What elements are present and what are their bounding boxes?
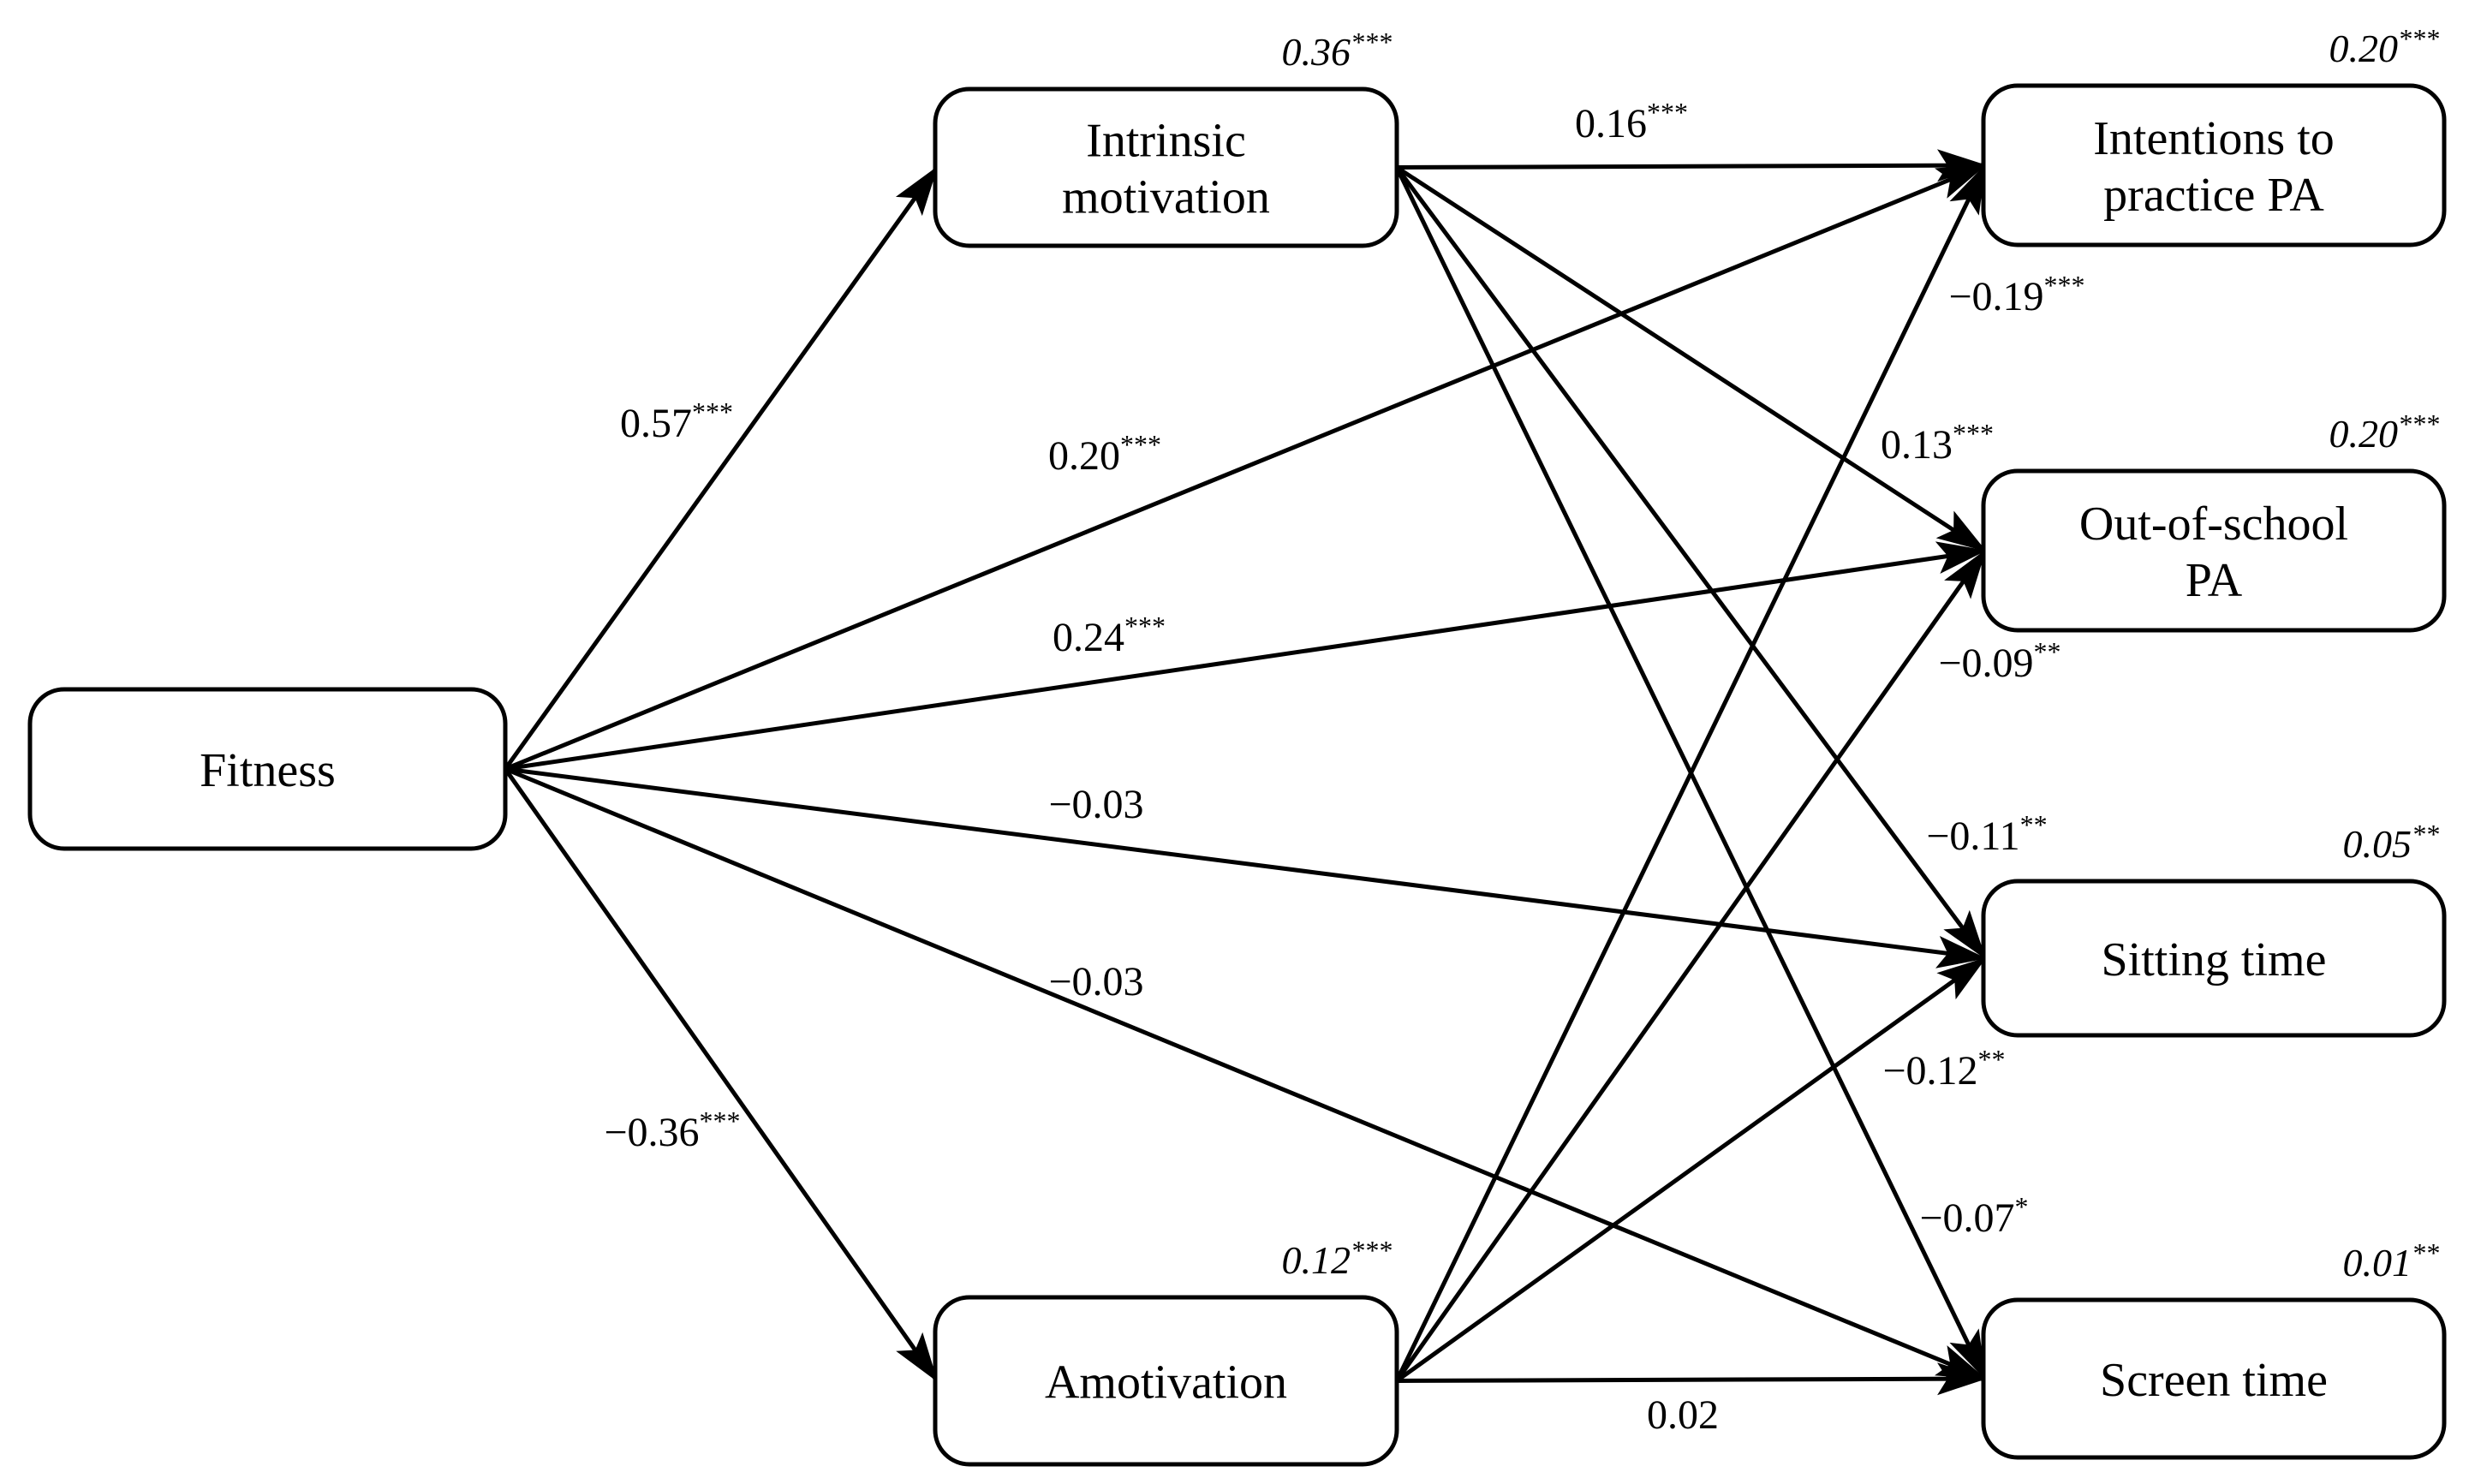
node-box-fitness [27, 687, 508, 851]
edge-label-intrinsic-sitting: −0.11** [1926, 809, 2047, 859]
node-box-amotivation [933, 1295, 1399, 1467]
r2-label-intrinsic: 0.36*** [1282, 27, 1393, 74]
edge-label-amotivation-intentions: −0.19*** [1948, 270, 2084, 319]
node-label-amotivation: Amotivation [1045, 1356, 1287, 1410]
edge-intrinsic-outofschool [1395, 165, 1987, 553]
edge-label-intrinsic-outofschool: 0.13*** [1881, 418, 1994, 468]
edge-fitness-amotivation [503, 767, 939, 1383]
node-sitting: Sitting time 0.05** [1981, 819, 2447, 1038]
edges-layer [503, 149, 1988, 1396]
edge-label-fitness-intrinsic: 0.57*** [620, 396, 733, 446]
edge-intrinsic-intentions [1396, 149, 1987, 182]
node-box-intrinsic [933, 86, 1399, 248]
r2-label-screen: 0.01** [2343, 1237, 2440, 1284]
r2-label-sitting: 0.05** [2343, 819, 2440, 866]
edge-amotivation-sitting [1395, 956, 1987, 1383]
node-label-sitting: Sitting time [2102, 933, 2327, 986]
labels-layer: 0.57*** −0.36*** 0.20*** 0.24*** −0.03 −0.03 0… [604, 97, 2084, 1438]
edge-label-amotivation-screen: 0.02 [1647, 1392, 1719, 1438]
edge-amotivation-outofschool [1394, 549, 1988, 1382]
edge-label-intrinsic-screen: −0.07* [1919, 1191, 2028, 1241]
edge-label-fitness-amotivation: −0.36*** [604, 1106, 740, 1155]
node-fitness: Fitness [27, 687, 508, 851]
node-box-intentions [1981, 83, 2447, 247]
edge-intrinsic-sitting [1394, 166, 1988, 960]
node-box-outofschool [1981, 468, 2447, 633]
edge-fitness-sitting [504, 766, 1987, 968]
node-box-screen [1981, 1297, 2447, 1460]
edge-fitness-intentions [504, 163, 1987, 772]
edge-label-fitness-intentions: 0.20*** [1048, 429, 1161, 479]
r2-label-amotivation: 0.12*** [1282, 1235, 1393, 1282]
edge-amotivation-screen [1396, 1362, 1987, 1396]
node-box-sitting [1981, 879, 2447, 1038]
edge-label-fitness-outofschool: 0.24*** [1053, 611, 1166, 660]
node-label-screen: Screen time [2100, 1354, 2328, 1407]
edge-label-fitness-sitting: −0.03 [1048, 782, 1143, 827]
r2-label-outofschool: 0.20*** [2329, 408, 2440, 456]
edge-label-fitness-screen: −0.03 [1048, 959, 1143, 1004]
r2-label-intentions: 0.20*** [2329, 23, 2440, 70]
node-screen: Screen time 0.01** [1981, 1237, 2447, 1460]
edge-label-amotivation-outofschool: −0.09** [1938, 636, 2060, 686]
edge-label-amotivation-sitting: −0.12** [1882, 1044, 2005, 1094]
edge-amotivation-intentions [1394, 164, 1988, 1382]
edge-label-intrinsic-intentions: 0.16*** [1575, 97, 1688, 146]
node-label-fitness: Fitness [200, 744, 336, 797]
node-amotivation: Amotivation 0.12*** [933, 1235, 1399, 1467]
edge-fitness-intrinsic [503, 165, 939, 771]
edge-fitness-screen [504, 766, 1987, 1381]
edge-fitness-outofschool [504, 541, 1987, 772]
